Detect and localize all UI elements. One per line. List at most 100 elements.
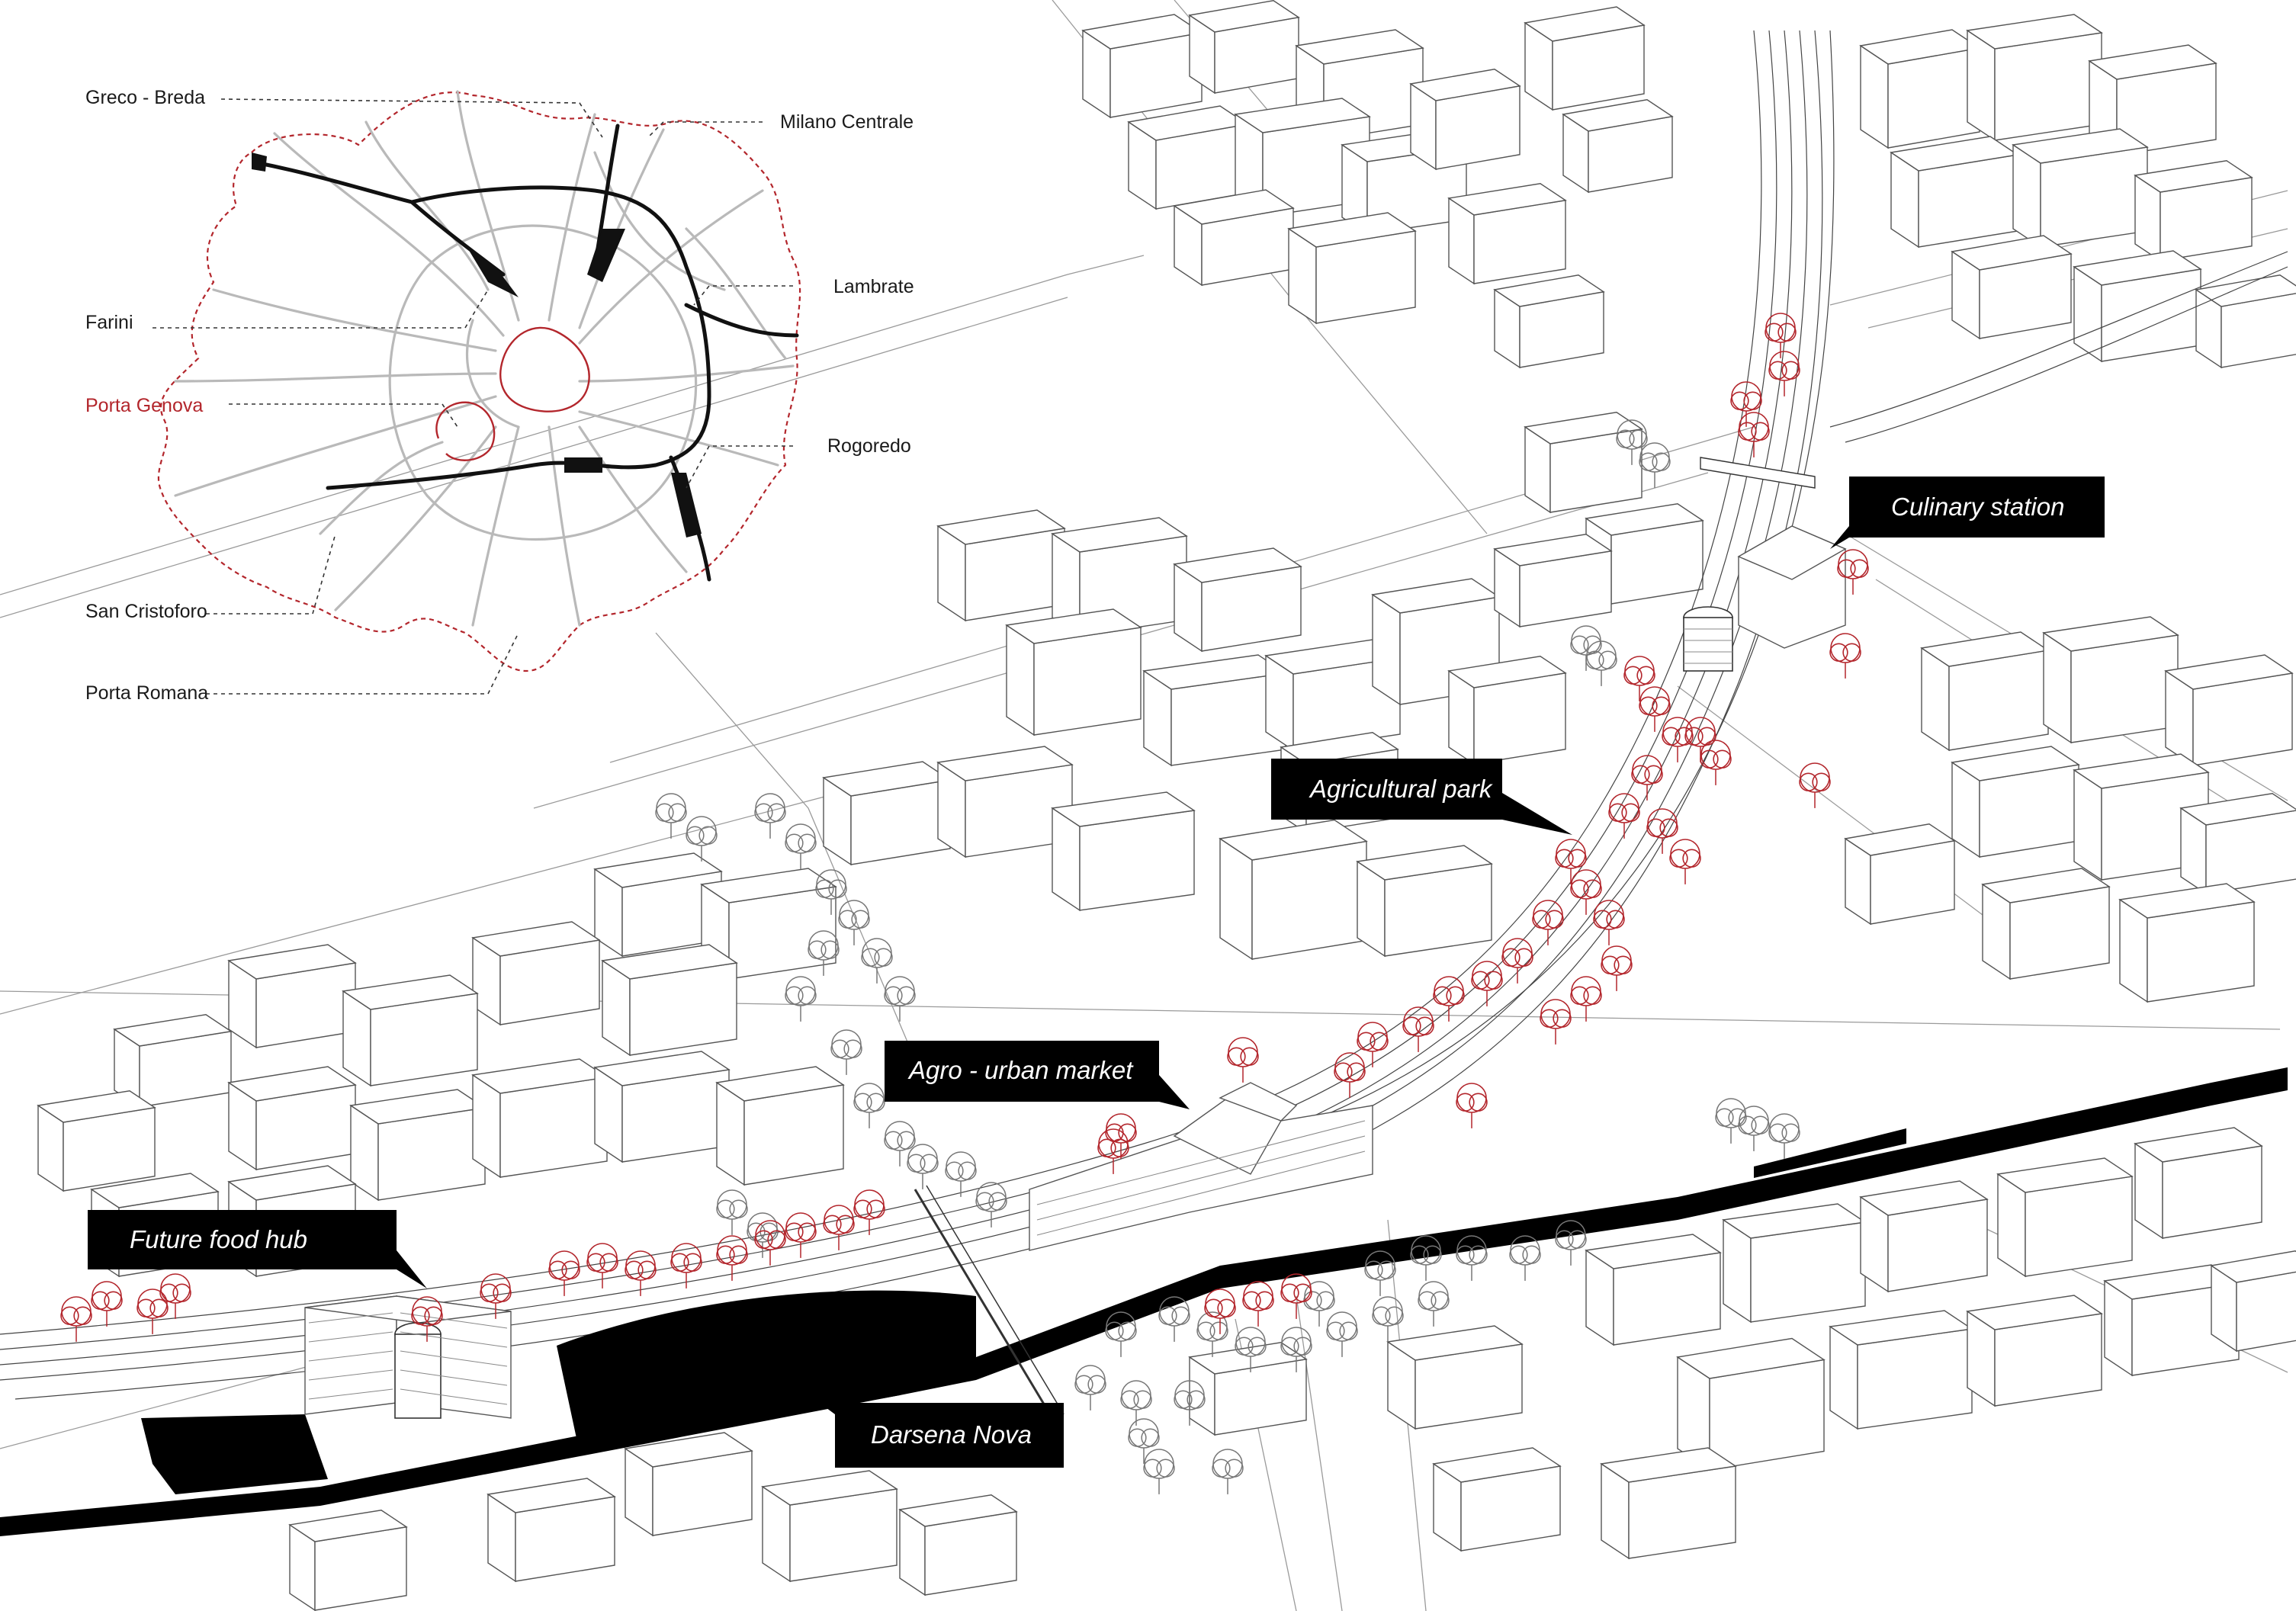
tree [670,1243,702,1288]
tree [853,1083,885,1128]
building-face [1600,1447,1737,1483]
building-face [1887,47,1980,149]
building-face [1951,235,2073,271]
tree [815,869,847,915]
building-face [1372,593,1401,706]
building-face [1280,732,1399,765]
tree [1540,999,1572,1045]
tree [1646,808,1678,854]
inset-railway [252,124,799,582]
tree [1555,839,1587,884]
tree [1837,549,1869,595]
inset-labels: Greco - Breda Milano Centrale Lambrate F… [85,87,914,704]
tree [1456,1083,1488,1128]
building-face [1966,14,2103,50]
tree [136,1288,169,1334]
city-boundary [157,91,801,672]
building-face [2179,793,2296,826]
callout-future-food-hub: Future food hub [88,1210,427,1288]
building-face [2118,883,2256,919]
callout-future-food-hub-label: Future food hub [130,1225,307,1253]
tree [1570,625,1602,671]
building-face [471,921,601,957]
city-centre-ring [499,326,590,412]
tree [1738,412,1770,457]
inset-leaders [153,98,793,695]
tree [823,1205,855,1250]
building-face [1981,868,2111,903]
building-face [1966,1295,2103,1330]
building-face [2043,631,2072,744]
building-face [1709,1359,1825,1471]
tree [411,1296,443,1342]
building-face [1676,1337,1826,1379]
building-face [2164,654,2294,690]
tree [907,1144,939,1189]
inset-streets [174,90,795,627]
building-face [1948,650,2049,751]
building-face [1051,791,1196,827]
building-face [1409,69,1521,101]
tree [754,793,786,839]
building-face [1493,274,1605,307]
tree [1174,1380,1206,1426]
building-face [593,1051,731,1086]
label-greco-breda: Greco - Breda [85,87,205,108]
tree [785,823,817,869]
building-face [1356,845,1493,881]
building-face [1005,608,1142,644]
building-face [1006,624,1035,737]
tree [1570,869,1602,915]
building-face [936,746,1074,781]
tree [655,793,687,839]
callout-agricultural-park: Agricultural park [1271,759,1572,835]
tree [830,1029,862,1075]
tree [1105,1113,1137,1159]
canal-water [0,1067,2288,1536]
label-porta-genova: Porta Genova [85,395,203,416]
inset-map [157,90,801,672]
tree [1616,419,1648,465]
building-face [2210,1250,2296,1283]
tree [1364,1250,1396,1296]
tree [1471,961,1503,1006]
tree [1700,740,1732,785]
building-face [593,852,723,888]
project-buildings [304,457,1847,1419]
tree [1456,1235,1488,1281]
building-face [1173,547,1302,583]
tree [1074,1365,1106,1410]
tree [1799,762,1831,808]
building-face [1234,98,1371,133]
tree [716,1189,748,1235]
building-face [2088,44,2217,80]
building-face [2147,901,2255,1003]
tree [1623,656,1655,701]
building-face [90,1173,220,1208]
callout-agro-urban-market-label: Agro - urban market [907,1056,1134,1084]
tree [1120,1380,1152,1426]
building-face [743,1084,844,1186]
tree [1684,717,1716,762]
building-face [2073,769,2102,881]
tree [1631,755,1663,801]
label-milano-centrale: Milano Centrale [780,111,914,133]
building-face [486,1478,616,1513]
tree [945,1151,977,1197]
tree [1509,1235,1541,1281]
building-face [1173,189,1295,225]
tree [1326,1311,1358,1357]
building-face [1188,0,1300,33]
tree [785,976,817,1022]
building-face [1447,656,1567,688]
building-face [898,1494,1018,1527]
tree [1608,793,1640,839]
porta-genova-highlight [435,401,496,461]
building-face [1994,32,2102,141]
tree [1601,945,1633,991]
tree [1418,1281,1450,1327]
agro-urban-market-building [1029,1082,1373,1251]
tree [1402,1006,1434,1052]
callout-culinary-station: Culinary station [1830,477,2105,549]
tree [1143,1449,1175,1494]
